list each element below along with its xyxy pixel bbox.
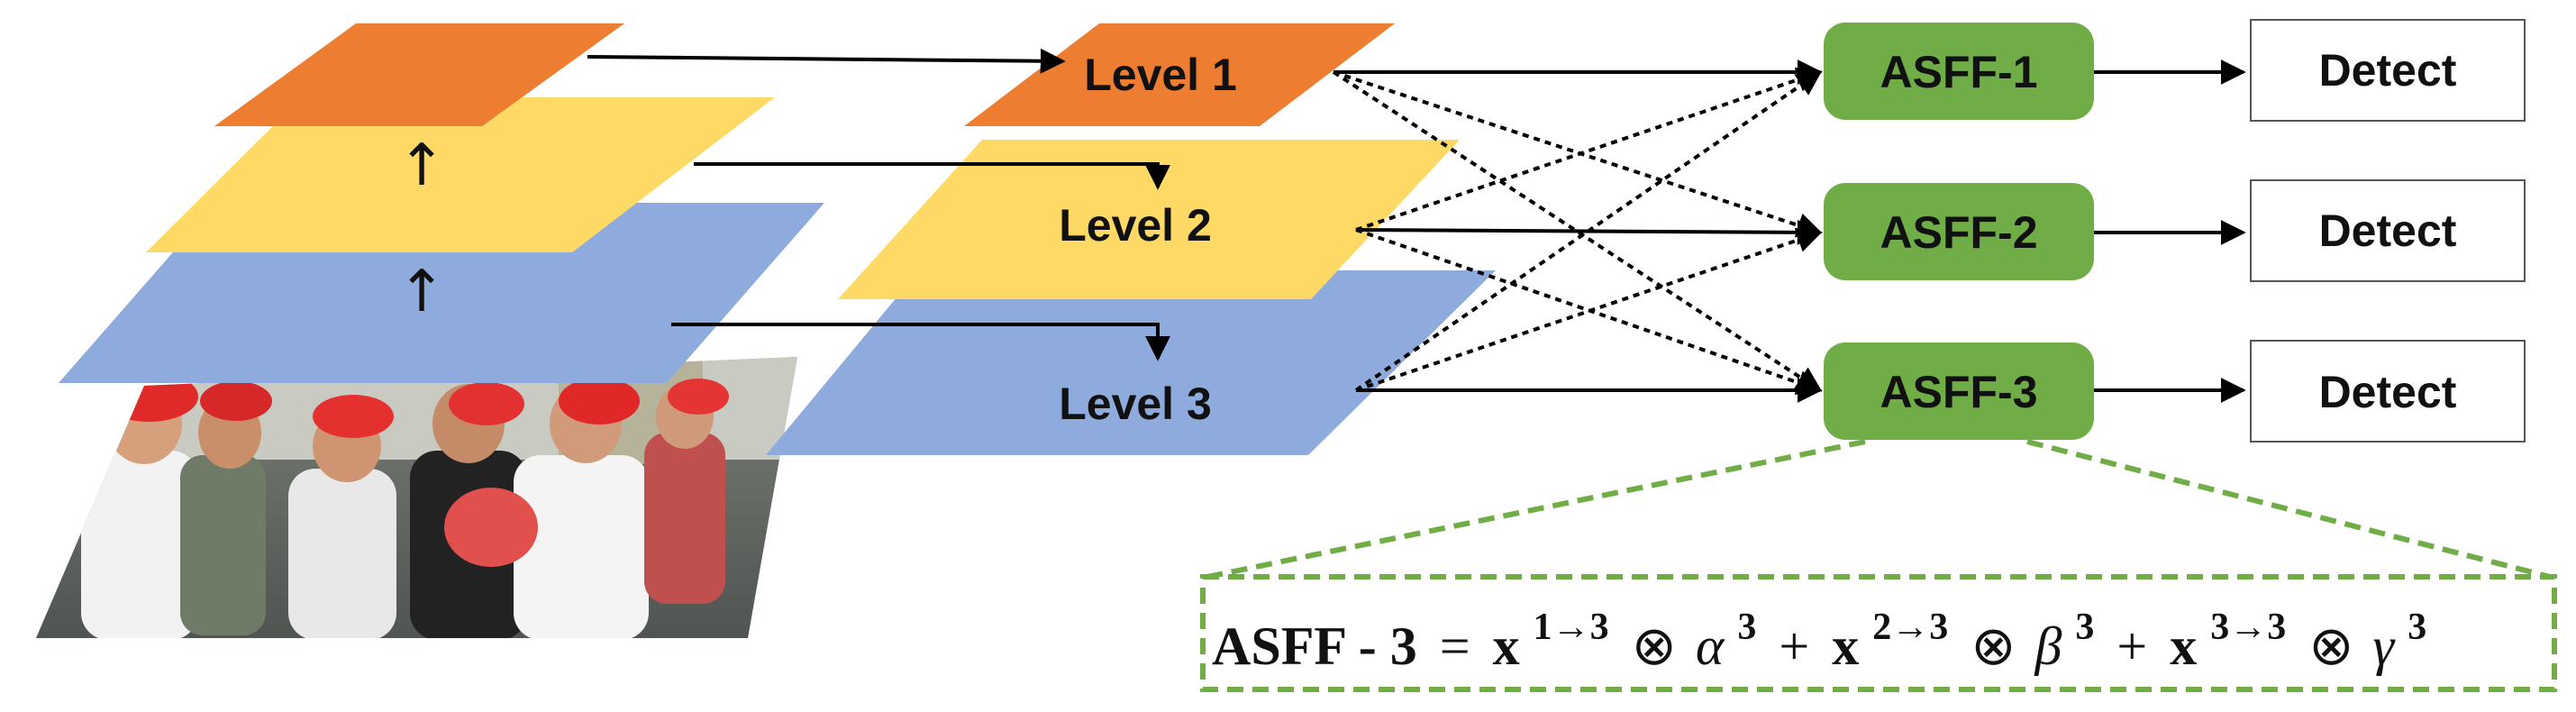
- formula-sup2: 2→3: [1872, 607, 1948, 648]
- worker-figure: [514, 378, 649, 638]
- formula-x3: x: [2170, 616, 2197, 676]
- formula-plus2: +: [2116, 616, 2147, 676]
- detect-label-2: Detect: [2319, 205, 2457, 256]
- detect-label-1: Detect: [2319, 45, 2457, 96]
- held-helmet: [444, 488, 538, 567]
- asff-2-box: [1824, 183, 2094, 280]
- level-1-label: Level 1: [1084, 50, 1237, 100]
- formula-otimes2: ⊗: [1971, 616, 2016, 676]
- level3-plane: [766, 270, 1496, 455]
- worker-figure: [180, 381, 272, 635]
- formula-sup3: 3→3: [2210, 607, 2286, 648]
- formula-exp-beta: 3: [2075, 607, 2094, 648]
- formula-beta: β: [2034, 616, 2062, 676]
- asff-2-label: ASFF-2: [1880, 207, 2038, 258]
- formula-otimes1: ⊗: [1632, 616, 1677, 676]
- formula-lhs: ASFF - 3: [1212, 616, 1417, 676]
- asff-3-formula: ASFF - 3 = x 1→3 ⊗ α 3 + x 2→3 ⊗ β 3 + x…: [1212, 591, 2426, 676]
- detect-box-3: [2250, 340, 2526, 443]
- worker-figure: [288, 395, 396, 638]
- up-arrow-icon: ↑: [397, 259, 446, 325]
- worker-figure: [644, 379, 729, 604]
- formula-x2: x: [1832, 616, 1859, 676]
- up-arrow-icon: ↑: [397, 132, 446, 199]
- asff-3-label: ASFF-3: [1880, 367, 2038, 417]
- formula-alpha: α: [1696, 616, 1725, 676]
- level2-plane: [838, 140, 1460, 299]
- detect-label-3: Detect: [2319, 367, 2457, 417]
- formula-exp-gamma: 3: [2408, 607, 2426, 648]
- asff-1-label: ASFF-1: [1880, 47, 2038, 97]
- formula-gamma: γ: [2373, 616, 2396, 676]
- asff-to-detect-arrows: [2094, 59, 2246, 403]
- arrow-input-to-level3: [671, 323, 1170, 361]
- formula-x1: x: [1493, 616, 1520, 676]
- level1-plane: [964, 23, 1395, 126]
- formula-sup1: 1→3: [1534, 607, 1609, 648]
- formula-eq: =: [1440, 616, 1470, 676]
- input-plane-level1: [214, 23, 624, 126]
- detect-box-2: [2250, 179, 2526, 282]
- input-plane-level2: [146, 97, 775, 252]
- detect-box-1: [2250, 19, 2526, 122]
- dashed-connections: [1332, 67, 1823, 395]
- input-photo: [36, 357, 797, 638]
- formula-otimes3: ⊗: [2308, 616, 2353, 676]
- asff-3-box: [1824, 342, 2094, 440]
- formula-plus1: +: [1779, 616, 1809, 676]
- asff-1-box: [1824, 23, 2094, 120]
- level-3-label: Level 3: [1059, 379, 1212, 429]
- level-2-label: Level 2: [1059, 200, 1212, 251]
- zoom-lines: [1206, 439, 2551, 580]
- arrow-input-to-level1: [587, 48, 1066, 74]
- arrow-input-to-level2: [694, 162, 1170, 190]
- formula-exp-alpha: 3: [1737, 607, 1756, 648]
